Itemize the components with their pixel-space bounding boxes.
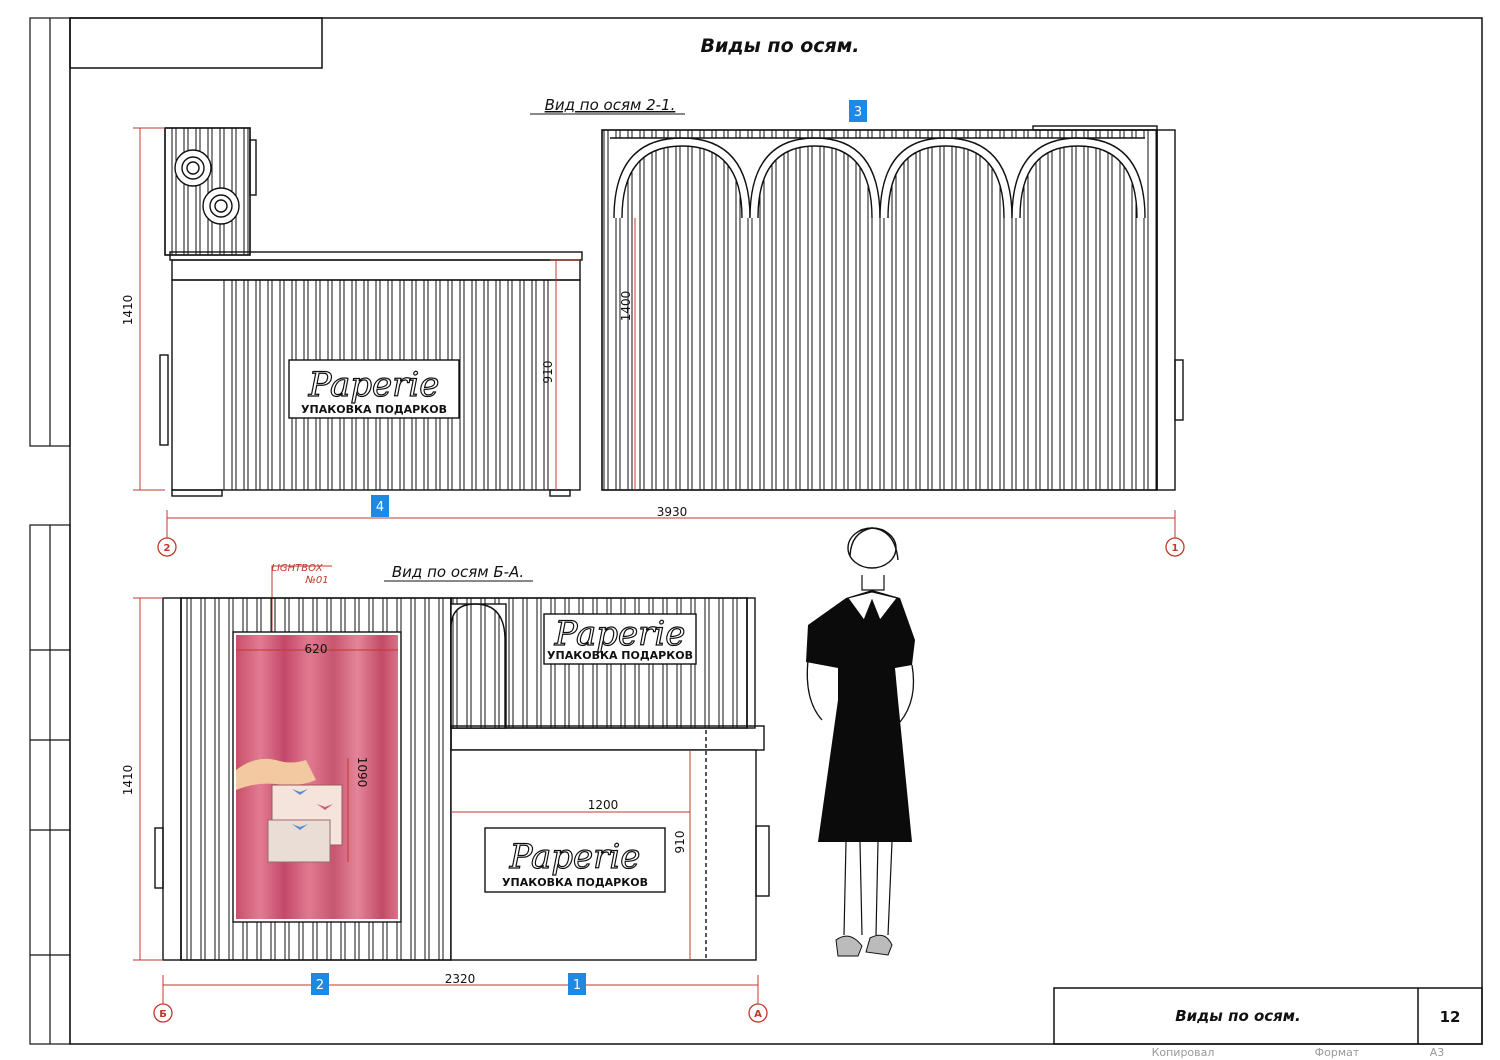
sheet-title: Виды по осям.: [701, 35, 860, 57]
dim-top-counter-height: 910: [541, 361, 555, 384]
stamp-title: Виды по осям.: [1175, 1007, 1301, 1025]
logo-bottom-counter: Paperie УПАКОВКА ПОДАРКОВ: [484, 827, 666, 893]
view-top-label: Вид по осям 2-1.: [545, 96, 676, 114]
title-block: [1053, 987, 1483, 1045]
axis-marker-top-right: 1: [1165, 537, 1185, 557]
dim-lightbox-height: 1090: [355, 757, 369, 788]
svg-text:№01: №01: [304, 575, 328, 586]
top-left-stamp-box: [69, 17, 323, 69]
left-margin-strips: [29, 17, 71, 1045]
logo-top-counter: Paperie УПАКОВКА ПОДАРКОВ: [288, 359, 460, 419]
dim-top-total-width: 3930: [657, 505, 688, 519]
view-bottom-label: Вид по осям Б-А.: [392, 563, 524, 581]
footer-copied: Копировал: [1152, 1046, 1215, 1059]
human-scale-figure: [806, 527, 915, 957]
tag-counter: 4: [371, 495, 389, 517]
svg-text:Paperie: Paperie: [308, 365, 440, 405]
dim-lightbox-width: 620: [305, 642, 328, 656]
svg-text:УПАКОВКА ПОДАРКОВ: УПАКОВКА ПОДАРКОВ: [301, 403, 447, 416]
svg-text:1: 1: [573, 978, 581, 993]
tag-wall: 3: [849, 100, 867, 122]
arch-wall-view: [601, 125, 1184, 491]
svg-text:1: 1: [1172, 543, 1179, 554]
svg-text:Paperie: Paperie: [509, 837, 641, 877]
top-dimension-lines: [133, 127, 1176, 540]
axis-marker-bottom-right: А: [748, 1003, 768, 1023]
tag-bottom-left: 2: [311, 973, 329, 995]
sheet-number: 12: [1440, 1008, 1461, 1026]
svg-text:4: 4: [376, 500, 384, 515]
svg-text:2: 2: [316, 978, 324, 993]
bottom-dimension-lines: [133, 597, 759, 1005]
axis-marker-top-left: 2: [157, 537, 177, 557]
svg-text:Б: Б: [159, 1009, 167, 1020]
dim-bottom-total-width: 2320: [445, 972, 476, 986]
svg-text:2: 2: [164, 543, 171, 554]
footer-format-label: Формат: [1315, 1046, 1360, 1059]
svg-text:А: А: [754, 1009, 762, 1020]
logo-bottom-top: Paperie УПАКОВКА ПОДАРКОВ: [543, 613, 697, 665]
footer-format-value: А3: [1430, 1046, 1445, 1059]
dim-top-wall-height: 1400: [619, 291, 633, 322]
svg-text:УПАКОВКА ПОДАРКОВ: УПАКОВКА ПОДАРКОВ: [547, 649, 693, 662]
dim-counter-width: 1200: [588, 798, 619, 812]
counter-front-view: [159, 127, 583, 497]
dim-bottom-height-left: 1410: [121, 765, 135, 796]
axis-marker-bottom-left: Б: [153, 1003, 173, 1023]
svg-text:УПАКОВКА ПОДАРКОВ: УПАКОВКА ПОДАРКОВ: [502, 876, 648, 889]
dim-top-height-left: 1410: [121, 295, 135, 326]
dim-counter-height: 910: [673, 831, 687, 854]
tag-bottom-right: 1: [568, 973, 586, 995]
svg-text:LIGHTBOX: LIGHTBOX: [271, 563, 323, 574]
svg-text:3: 3: [854, 105, 862, 120]
svg-text:Paperie: Paperie: [554, 614, 686, 654]
lightbox-photo: [236, 635, 398, 919]
